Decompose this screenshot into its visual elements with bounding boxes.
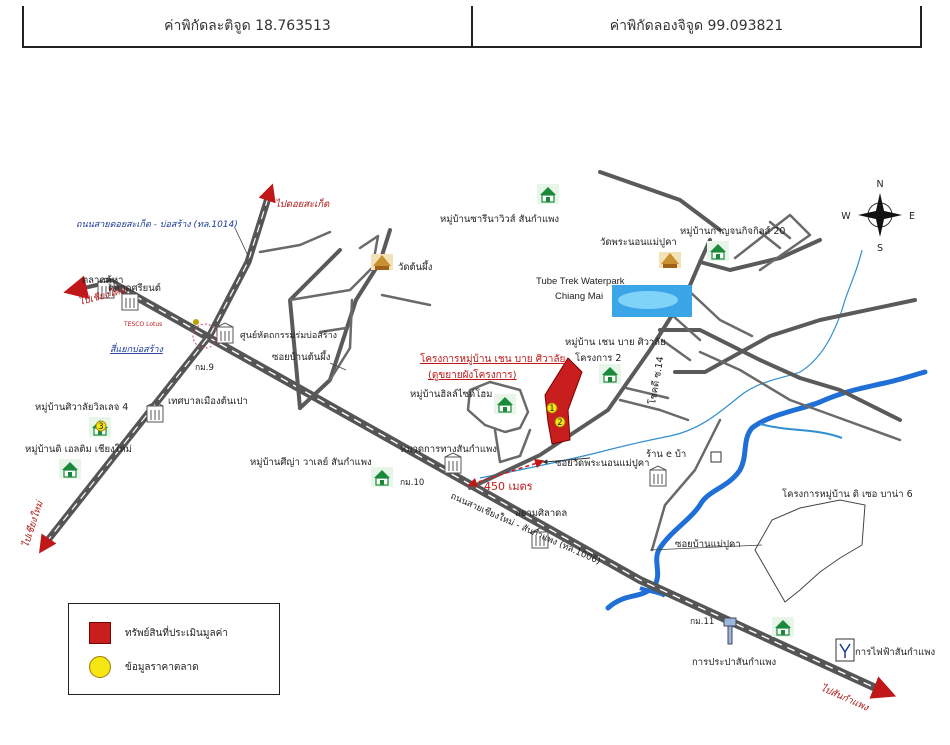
electricity-label: การไฟฟ้าสันกำแพง xyxy=(855,646,935,658)
village-supreme-label: หมู่บ้านศีญ่า วาเลย์ สันกำแพง xyxy=(250,456,372,468)
village-house-icon xyxy=(370,466,394,488)
tesco-icon xyxy=(193,319,199,325)
highway-1014 xyxy=(44,194,272,544)
handicraft-building-icon xyxy=(216,322,234,344)
subject-property xyxy=(544,357,583,445)
to-chiang-mai-bottom-label: ไปเชียงใหม่ xyxy=(19,498,46,549)
village-house-icon xyxy=(536,183,560,205)
legend-market-label: ข้อมูลราคาตลาด xyxy=(125,661,199,673)
km9-label: กม.9 xyxy=(195,363,214,373)
compass-w: W xyxy=(841,211,851,222)
market-marker-2 xyxy=(554,416,566,428)
project-d-condo-label: โครงการหมู่บ้าน ดิ เซอ บาน่า 6 xyxy=(782,488,913,500)
soi-mae-puka-label: ซอยบ้านแม่ปูคา xyxy=(675,539,741,550)
village-hillside-label: หมู่บ้านฮิลล์ไซด์โฮม xyxy=(410,388,492,400)
highway-1006 xyxy=(106,278,884,694)
compass-e: E xyxy=(909,211,915,222)
handicraft-center-label: ศูนย์หัตถกรรมร่มบ่อสร้าง xyxy=(240,329,337,341)
compass-s: S xyxy=(877,243,883,254)
km10-label: กม.10 xyxy=(400,478,424,488)
marker-label-1: 1 xyxy=(549,404,554,414)
market-marker-1 xyxy=(546,402,558,414)
village-house-icon xyxy=(58,458,82,480)
waterpark-pool xyxy=(618,291,678,309)
soi-wat-pointer xyxy=(542,457,591,465)
road-1014-label: ถนนสายดอยสะเก็ด - บ่อสร้าง (ทล.1014) xyxy=(76,218,238,230)
legend-item-market: ข้อมูลราคาตลาด xyxy=(89,656,199,678)
wat-ton-phueng-label: วัดต้นผึ้ง xyxy=(398,260,432,273)
waterworks-label: การประปาสันกำแพง xyxy=(692,657,776,668)
highway-unit-label: หมวดการทางสันกำแพง xyxy=(400,444,497,455)
temple-icon xyxy=(659,252,681,268)
temple-icon xyxy=(371,254,393,270)
water-tower-icon xyxy=(723,617,737,645)
legend-subject-label: ทรัพย์สินที่ประเมินมูลค่า xyxy=(125,627,228,639)
village-kanchana-label: หมู่บ้านกาญจนกิจกิลส์ 20 xyxy=(680,225,785,237)
longitude-text: ค่าพิกัดลองจิจูด 99.093821 xyxy=(471,6,920,46)
village-the-elm-label: หมู่บ้านดิ เอลติม เชียงใหม่ xyxy=(25,443,132,455)
distance-label: 450 เมตร xyxy=(484,480,533,493)
marker-label-2: 2 xyxy=(557,418,562,428)
to-doi-saket-arrow xyxy=(258,183,276,204)
marker-label-3: 3 xyxy=(98,422,103,432)
to-chiang-mai-bottom-arrow xyxy=(39,533,57,554)
market-kuha-label: ตลาดคู้หา xyxy=(82,275,123,286)
shop-e-icon xyxy=(710,451,722,463)
village-chain-siwalai-label: หมู่บ้าน เชน บาย ศิวาลัย xyxy=(565,337,666,348)
project-outline xyxy=(754,499,866,603)
junction-bosang-label: สี่แยกบ่อสร้าง xyxy=(110,342,164,355)
village-house-icon xyxy=(598,363,622,385)
waterpark-sub-label: Chiang Mai xyxy=(555,291,603,302)
project-red-label: โครงการหมู่บ้าน เชน บาย ศิวาลัย xyxy=(420,352,565,365)
market-marker-3 xyxy=(95,420,107,432)
local-roads xyxy=(258,170,917,552)
km11-label: กม.11 xyxy=(690,617,714,627)
distance-line xyxy=(467,458,545,488)
village-house-icon xyxy=(706,240,730,262)
latitude-text: ค่าพิกัดละติจูด 18.763513 xyxy=(164,18,331,34)
compass-n: N xyxy=(876,179,883,190)
map-legend: ทรัพย์สินที่ประเมินมูลค่า ข้อมูลราคาตลาด xyxy=(68,603,280,695)
legend-yellow-circle-icon xyxy=(89,656,111,678)
project-red-sub-label: (ดูขยายผังโครงการ) xyxy=(428,368,517,381)
soi-ton-phueng-label: ซอยบ้านต้นผึ้ง xyxy=(272,350,330,363)
market-sriyon-label: ตลาดศรียนต์ xyxy=(108,282,161,294)
village-house-icon xyxy=(771,616,795,638)
waterpark-label: Tube Trek Waterpark xyxy=(536,276,625,287)
village-house-icon xyxy=(493,393,517,415)
to-doi-saket-label: ไปดอยสะเก็ด xyxy=(275,198,330,210)
coordinates-header: ค่าพิกัดละติจูด 18.763513 ค่าพิกัดลองจิจ… xyxy=(22,6,922,48)
compass: N S E W xyxy=(841,179,915,254)
road-1006-label: ถนนสายเชียงใหม่ - สันกำแพง (ทล.1006) xyxy=(449,491,602,567)
soi-wat-phra-label: ซอยวัดพระนอนแม่ปูคา xyxy=(555,458,650,469)
tesco-label: TESCO Lotus xyxy=(123,321,162,328)
to-san-kamphaeng-arrow xyxy=(869,676,897,699)
electricity-icon xyxy=(835,638,855,662)
village-sariwa-label: หมู่บ้านซารีนาวิวส์ สันกำแพง xyxy=(440,213,559,225)
shop-e-label: ร้าน e บ้า xyxy=(646,449,686,460)
legend-item-subject: ทรัพย์สินที่ประเมินมูลค่า xyxy=(89,622,228,644)
shop-icon xyxy=(649,465,667,487)
municipality-label: เทศบาลเมืองต้นเปา xyxy=(168,396,248,407)
project2-label: โครงการ 2 xyxy=(575,352,621,364)
wat-phra-non-label: วัดพระนอนแม่ปูคา xyxy=(600,237,677,248)
legend-red-square-icon xyxy=(89,622,111,644)
siam-steel-label: สยามศิลาดล xyxy=(515,508,567,519)
highway-unit-icon xyxy=(444,452,462,474)
stream xyxy=(479,249,863,479)
village-siwalai-villa4-label: หมู่บ้านศิวาลัยวิลเลจ 4 xyxy=(35,402,128,413)
